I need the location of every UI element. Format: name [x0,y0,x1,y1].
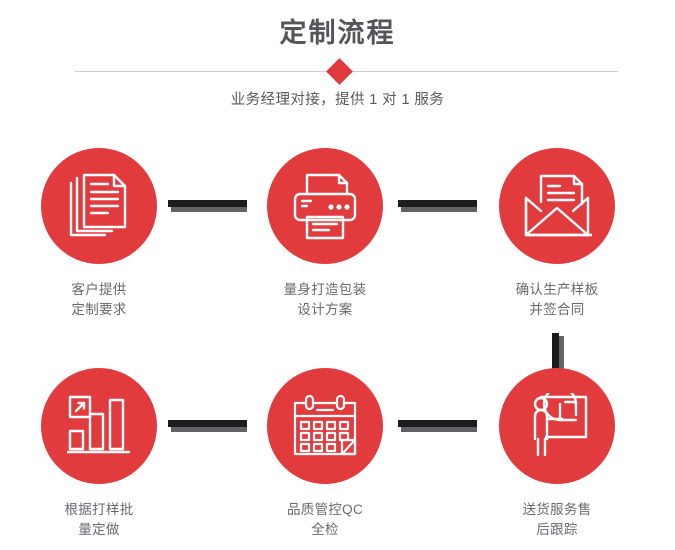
connector-step5-step6 [398,420,477,432]
connector-shadow [559,336,564,370]
connector-step1-step2 [168,200,247,212]
presenter-pie-chart-icon [524,393,590,459]
page-title: 定制流程 [279,18,396,48]
flow-step-5-label: 品质管控QC 全检 [235,500,415,540]
flow-step-1-label-line2: 定制要求 [71,302,127,317]
flow-step-2-label: 量身打造包装 设计方案 [235,280,415,320]
flow-step-6-label-line1: 送货服务售 [522,502,592,517]
connector-step2-step3 [398,200,477,212]
flow-step-3-label: 确认生产样板 并签合同 [467,280,647,320]
flow-step-2-circle [267,148,383,264]
flow-step-6-label: 送货服务售 后跟踪 [467,500,647,540]
header: 定制流程 业务经理对接，提供 1 对 1 服务 [0,0,675,130]
flow-step-4-label-line2: 量定做 [78,522,120,537]
flow-step-4-label-line1: 根据打样批 [64,502,134,517]
connector-shadow [171,207,247,212]
flow-step-1[interactable]: 客户提供 定制要求 [9,148,189,320]
connector-shadow [401,427,477,432]
flow-step-5[interactable]: 品质管控QC 全检 [235,368,415,540]
flow-step-1-label-line1: 客户提供 [71,282,127,297]
flow-step-2-label-line2: 设计方案 [297,302,353,317]
title-divider [0,58,675,90]
flow-step-5-label-line1: 品质管控QC [286,502,364,517]
flow-step-6[interactable]: 送货服务售 后跟踪 [467,368,647,540]
flow-step-6-circle [499,368,615,484]
documents-stack-icon [67,173,131,239]
connector-bar [552,333,559,370]
connector-shadow [401,207,477,212]
flow-step-2[interactable]: 量身打造包装 设计方案 [235,148,415,320]
flow-step-4-label: 根据打样批 量定做 [9,500,189,540]
flow-step-3-label-line1: 确认生产样板 [515,282,599,297]
connector-bar [168,420,247,427]
flow-step-3-circle [499,148,615,264]
flow-step-1-label: 客户提供 定制要求 [9,280,189,320]
printer-icon [291,172,359,240]
envelope-document-icon [522,174,592,238]
connector-shadow [171,427,247,432]
subtitle: 业务经理对接，提供 1 对 1 服务 [230,92,445,108]
flow-step-1-circle [41,148,157,264]
flow-step-5-label-line2: 全检 [311,522,339,537]
flow-step-3[interactable]: 确认生产样板 并签合同 [467,148,647,320]
connector-bar [398,420,477,427]
flow-step-2-label-line1: 量身打造包装 [283,282,367,297]
flow-step-4[interactable]: 根据打样批 量定做 [9,368,189,540]
diamond-icon [326,58,353,85]
flow-step-6-label-line2: 后跟踪 [536,522,578,537]
flow-step-5-circle [267,368,383,484]
connector-bar [398,200,477,207]
process-flow: 客户提供 定制要求 [0,140,675,550]
calendar-icon [292,394,358,458]
flow-step-3-label-line2: 并签合同 [529,302,585,317]
flow-step-4-circle [41,368,157,484]
connector-bar [168,200,247,207]
connector-step3-step6 [552,333,564,370]
connector-step4-step5 [168,420,247,432]
bar-chart-growth-icon [67,395,131,457]
